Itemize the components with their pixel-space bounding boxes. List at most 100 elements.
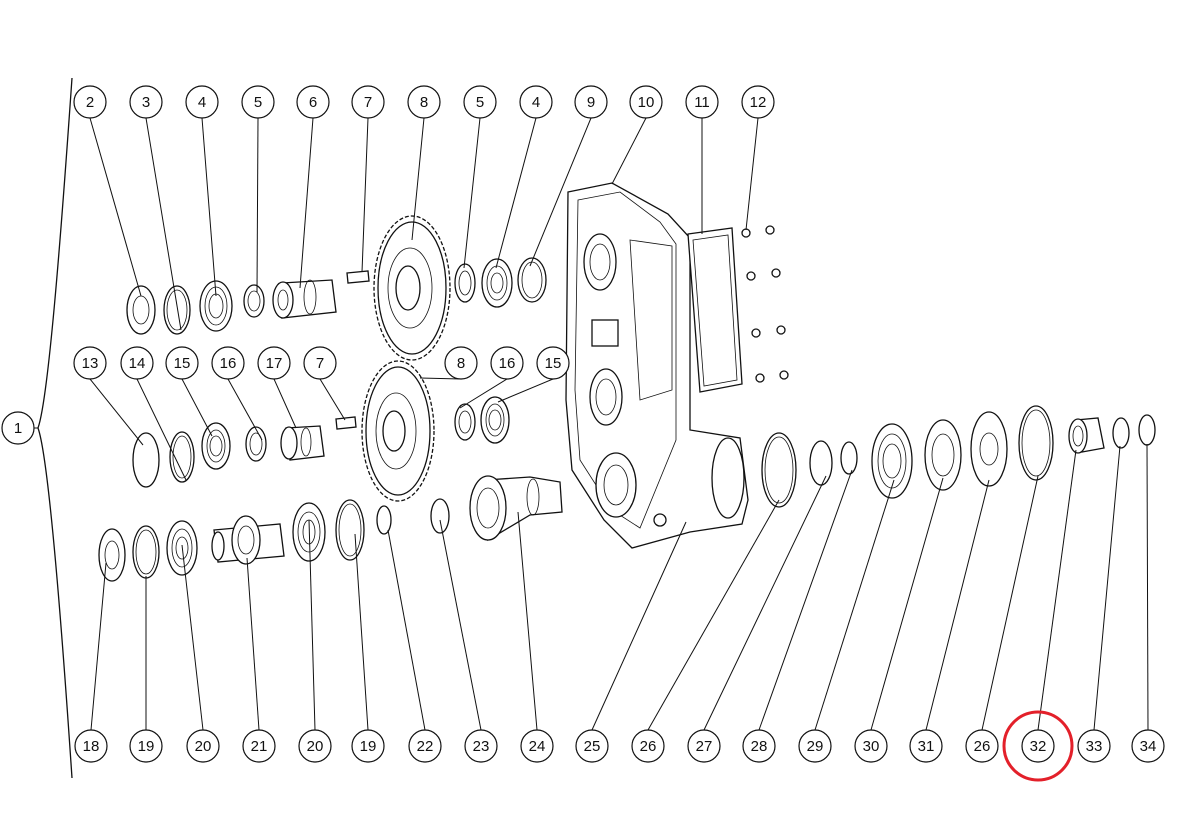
callout-8-label: 8 — [457, 355, 465, 372]
callout-15-ring — [165, 346, 199, 380]
callout-33-ring — [1077, 729, 1111, 763]
callout-8-label: 8 — [420, 94, 428, 111]
callout-5: 5 — [463, 85, 497, 119]
part-32-coupling — [1068, 417, 1105, 454]
callout-19: 19 — [351, 729, 385, 763]
part-19-circlip-b — [335, 499, 365, 561]
leader-8 — [411, 117, 425, 241]
leader-22 — [387, 529, 426, 731]
callout-5-ring — [463, 85, 497, 119]
part-19-circlip — [132, 525, 160, 579]
callout-15: 15 — [165, 346, 199, 380]
leader-3 — [145, 117, 182, 331]
leader-23 — [439, 519, 482, 731]
callout-2-ring — [73, 85, 107, 119]
part-4-bearing-b — [481, 258, 513, 308]
callout-19-ring — [129, 729, 163, 763]
leader-10 — [611, 117, 647, 185]
leader-4 — [201, 117, 217, 297]
part-13-cap — [132, 432, 160, 488]
part-2-seal — [126, 285, 156, 335]
part-10-housing — [565, 182, 749, 549]
part-22-circlip-small — [376, 505, 392, 535]
leader-21 — [246, 557, 260, 731]
callout-23: 23 — [464, 729, 498, 763]
callout-2-label: 2 — [86, 94, 94, 111]
callout-28-label: 28 — [751, 738, 768, 755]
part-8-gear-top — [373, 215, 451, 361]
callout-32: 32 — [1021, 729, 1055, 763]
part-34-circlip — [1138, 414, 1156, 446]
leader-5 — [256, 117, 259, 293]
callout-34-label: 34 — [1140, 738, 1157, 755]
callout-5-label: 5 — [476, 94, 484, 111]
callout-32-ring — [1021, 729, 1055, 763]
callout-7: 7 — [303, 346, 337, 380]
callout-3: 3 — [129, 85, 163, 119]
leader-15 — [497, 378, 554, 403]
part-26-oring — [761, 432, 797, 508]
callout-31-ring — [909, 729, 943, 763]
callout-5-label: 5 — [254, 94, 262, 111]
callout-9-ring — [574, 85, 608, 119]
callout-8: 8 — [444, 346, 478, 380]
callout-10-ring — [629, 85, 663, 119]
callout-4-label: 4 — [532, 94, 540, 111]
part-3-circlip — [163, 285, 191, 335]
callout-19-ring — [351, 729, 385, 763]
callout-28: 28 — [742, 729, 776, 763]
leader-34 — [1146, 443, 1149, 731]
callout-30: 30 — [854, 729, 888, 763]
part-27-ring — [809, 440, 833, 486]
callout-22-label: 22 — [417, 738, 434, 755]
leader-13 — [89, 378, 144, 446]
leader-lines — [34, 117, 1149, 731]
leader-6 — [299, 117, 314, 289]
callout-18: 18 — [74, 729, 108, 763]
part-33-ring — [1112, 417, 1130, 449]
callout-8-ring — [407, 85, 441, 119]
callout-1: 1 — [1, 411, 35, 445]
part-21-pinion-shaft — [211, 515, 285, 565]
part-28-circlip — [840, 441, 858, 475]
callout-26-ring — [631, 729, 665, 763]
callout-17: 17 — [257, 346, 291, 380]
callout-27: 27 — [687, 729, 721, 763]
leader-7 — [319, 378, 346, 421]
callout-27-label: 27 — [696, 738, 713, 755]
callout-34: 34 — [1131, 729, 1165, 763]
leader-18 — [90, 562, 107, 731]
callout-26-label: 26 — [640, 738, 657, 755]
callout-7: 7 — [351, 85, 385, 119]
leader-4 — [495, 117, 537, 269]
callout-8: 8 — [407, 85, 441, 119]
callout-19: 19 — [129, 729, 163, 763]
callout-31: 31 — [909, 729, 943, 763]
part-12-screws — [741, 225, 789, 383]
callout-8-ring — [444, 346, 478, 380]
leader-14 — [136, 378, 187, 481]
leader-5 — [463, 117, 481, 269]
part-30-seal — [924, 419, 962, 491]
callout-29-label: 29 — [807, 738, 824, 755]
callout-19-label: 19 — [360, 738, 377, 755]
callout-3-ring — [129, 85, 163, 119]
callout-25: 25 — [575, 729, 609, 763]
callout-6: 6 — [296, 85, 330, 119]
callout-23-ring — [464, 729, 498, 763]
leader-26 — [981, 475, 1039, 731]
callout-11-label: 11 — [694, 94, 710, 111]
leader-25 — [591, 521, 687, 731]
leader-20 — [308, 519, 316, 731]
callout-29-ring — [798, 729, 832, 763]
callout-5: 5 — [241, 85, 275, 119]
callout-4: 4 — [519, 85, 553, 119]
callout-2: 2 — [73, 85, 107, 119]
leader-16 — [459, 378, 508, 409]
leader-31 — [925, 479, 990, 731]
callout-13: 13 — [73, 346, 107, 380]
callout-1-ring — [1, 411, 35, 445]
callout-17-label: 17 — [266, 355, 283, 372]
